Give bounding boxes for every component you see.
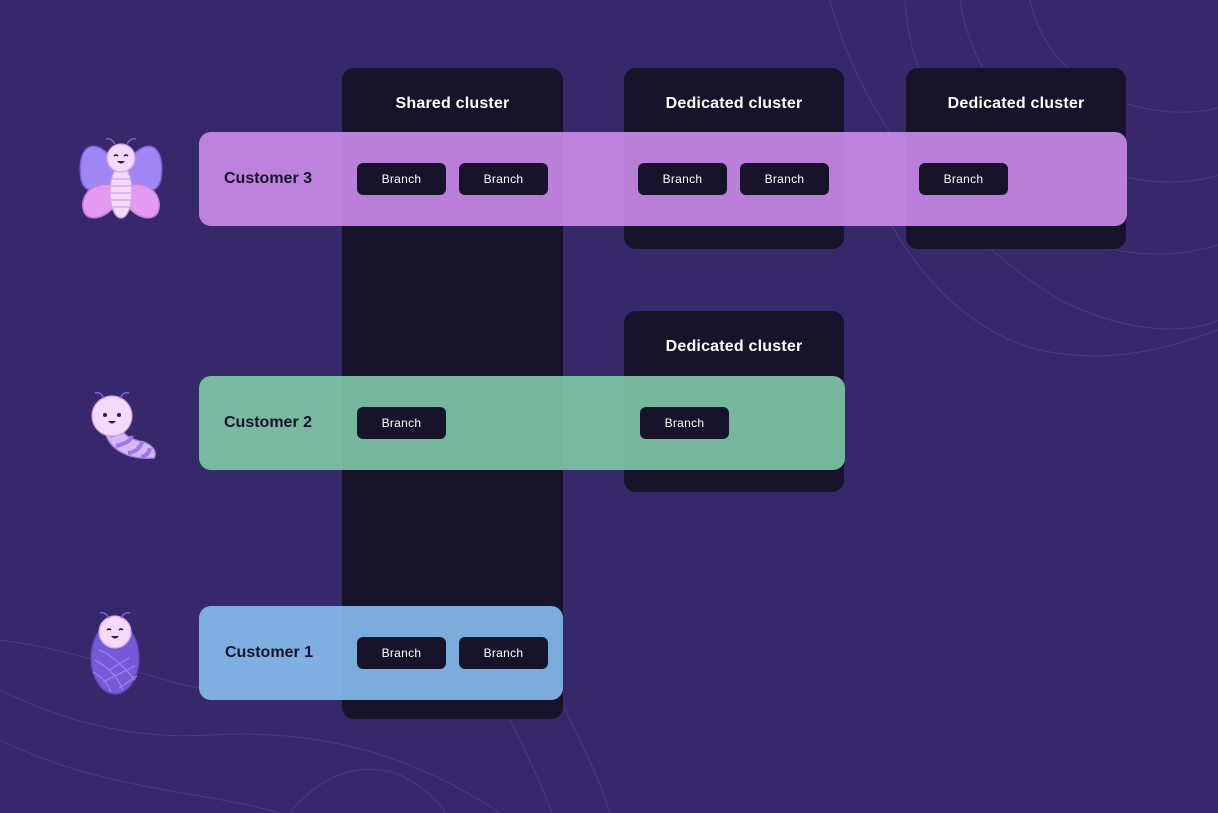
butterfly-icon (79, 137, 163, 219)
branch-chip: Branch (357, 407, 446, 439)
customer-label: Customer 1 (225, 644, 314, 661)
cluster-title: Dedicated cluster (947, 95, 1085, 112)
branch-chip: Branch (459, 637, 548, 669)
branch-chip: Branch (638, 163, 727, 195)
branch-chip: Branch (357, 637, 446, 669)
cocoon-icon (90, 611, 140, 695)
cluster-title: Dedicated cluster (665, 338, 803, 355)
customer-label: Customer 2 (224, 414, 313, 431)
customer-label: Customer 3 (224, 170, 313, 187)
cluster-title: Shared cluster (395, 95, 510, 112)
branch-chip: Branch (640, 407, 729, 439)
branch-chip: Branch (459, 163, 548, 195)
branch-chip: Branch (357, 163, 446, 195)
branch-chip: Branch (740, 163, 829, 195)
customer-2-band: Customer 2 (199, 376, 845, 470)
caterpillar-icon (91, 391, 156, 459)
cluster-title: Dedicated cluster (665, 95, 803, 112)
branch-chip: Branch (919, 163, 1008, 195)
